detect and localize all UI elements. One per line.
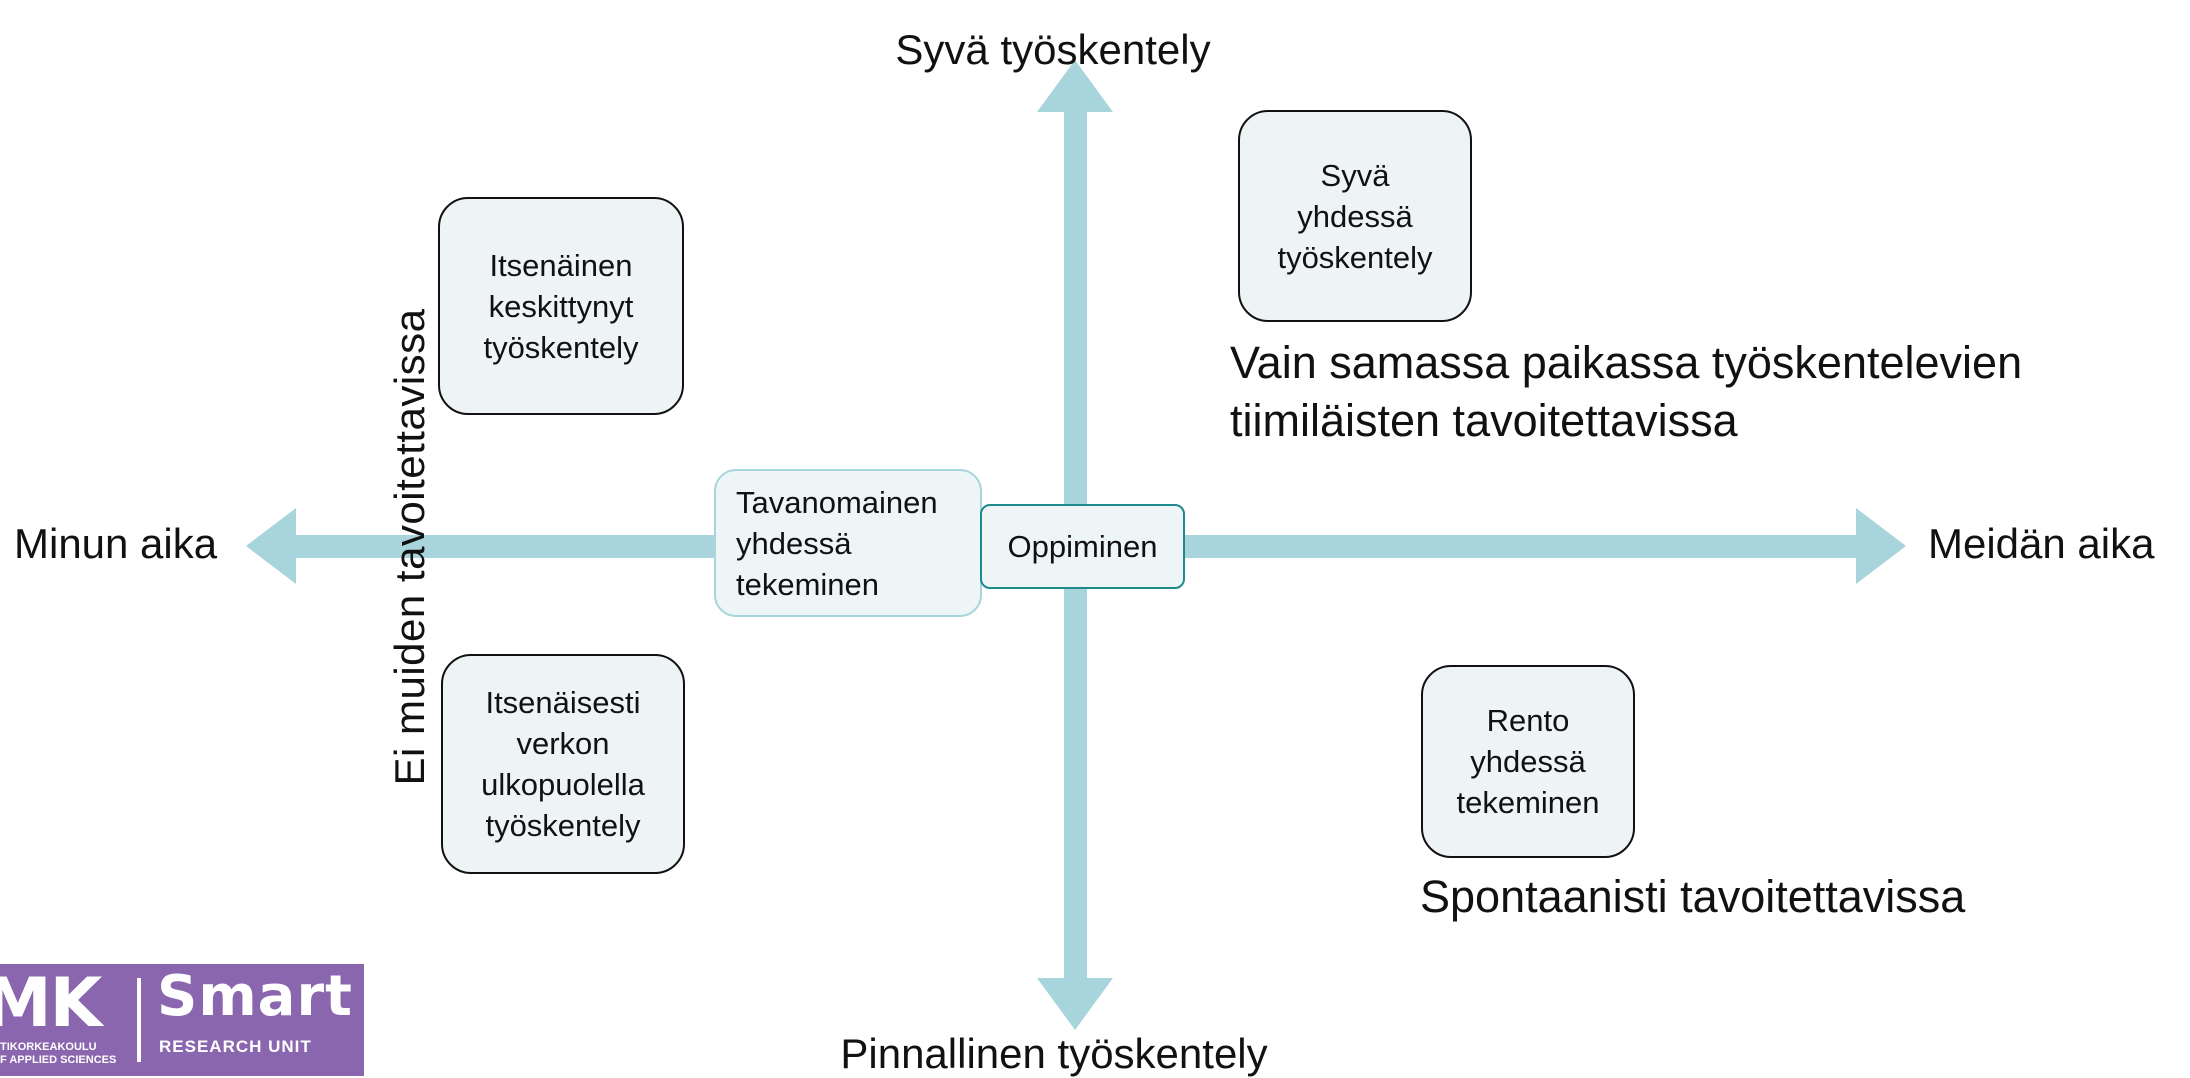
axis-label-left: Minun aika — [14, 520, 218, 567]
note-upper-right: Vain samassa paikassa työskentelevien ti… — [1230, 337, 2023, 446]
bottom-arrowhead — [1037, 978, 1113, 1030]
box-itsenainen-keskittynyt: Itsenäinen keskittynyt työskentely — [438, 197, 684, 415]
box-tavanomainen-label: Tavanomainen yhdessä tekeminen — [736, 484, 938, 602]
top-arrowhead — [1037, 60, 1113, 112]
logo-smart-text: Smart — [157, 964, 353, 1029]
box-itsenainen-keskittynyt-label: Itsenäinen keskittynyt työskentely — [483, 247, 639, 365]
box-rento-yhdessa: Rento yhdessä tekeminen — [1421, 665, 1635, 858]
box-tavanomainen: Tavanomainen yhdessä tekeminen — [714, 469, 982, 617]
box-syva-yhdessa-label: Syvä yhdessä työskentely — [1277, 157, 1433, 275]
right-arrowhead — [1856, 508, 1906, 584]
logo-research-text: RESEARCH UNIT — [159, 1037, 312, 1056]
box-itsenaisesti-offline: Itsenäisesti verkon ulkopuolella työsken… — [441, 654, 685, 874]
logo-divider — [137, 978, 141, 1062]
box-rento-yhdessa-label: Rento yhdessä tekeminen — [1456, 703, 1600, 820]
axis-label-right: Meidän aika — [1928, 520, 2155, 567]
logo-mk-text: MK — [0, 964, 102, 1043]
note-lower-right: Spontaanisti tavoitettavissa — [1420, 871, 1966, 922]
axis-label-top: Syvä työskentely — [895, 26, 1211, 73]
vertical-note: Ei muiden tavoitettavissa — [386, 308, 433, 786]
brand-logo: MK TIKORKEAKOULU F APPLIED SCIENCES Smar… — [0, 964, 364, 1076]
box-oppiminen-label: Oppiminen — [1007, 529, 1158, 564]
left-arrowhead — [246, 508, 296, 584]
axis-label-bottom: Pinnallinen työskentely — [840, 1030, 1268, 1077]
box-itsenaisesti-offline-label: Itsenäisesti verkon ulkopuolella työsken… — [481, 685, 645, 843]
box-oppiminen: Oppiminen — [980, 504, 1185, 589]
box-syva-yhdessa: Syvä yhdessä työskentely — [1238, 110, 1472, 322]
logo-subtitle: TIKORKEAKOULU F APPLIED SCIENCES — [0, 1041, 117, 1066]
